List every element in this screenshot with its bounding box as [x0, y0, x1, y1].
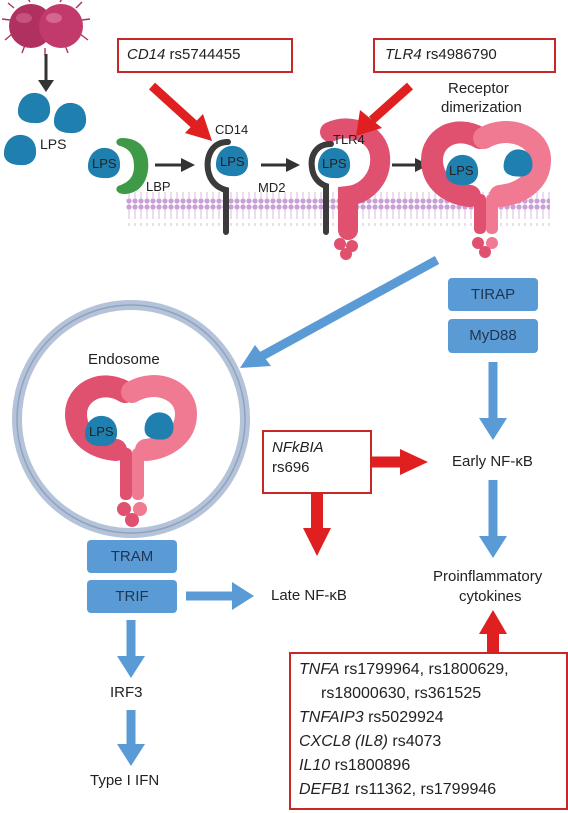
lps-dimer-label: LPS — [449, 163, 474, 178]
endosome-label: Endosome — [88, 351, 160, 368]
tlr4-snp-id: rs4986790 — [425, 46, 497, 63]
snp-gene: CXCL8 (IL8) — [299, 733, 388, 750]
type1-ifn-label: Type I IFN — [90, 772, 160, 789]
nfkbia-snp-gene: NFkBIA — [272, 439, 324, 456]
cd14-snp-box: CD14 rs5744455 — [117, 38, 293, 73]
cd14-snp-id: rs5744455 — [169, 46, 241, 63]
snp-gene: IL10 — [299, 757, 331, 774]
nfkbia-to-late-nfkb-arrow — [303, 494, 331, 556]
trif-adaptor: TRIF — [87, 580, 177, 613]
lps-endosome-label: LPS — [89, 424, 114, 439]
cytokine-snp-row: rs18000630, rs361525 — [299, 682, 566, 706]
cytokine-snp-row: TNFAIP3 rs5029924 — [299, 706, 566, 730]
free-lps-icon — [4, 92, 87, 166]
lps-endosome-icon-2 — [144, 412, 174, 440]
tram-adaptor: TRAM — [87, 540, 177, 573]
lps-dimer-icon-2 — [503, 149, 533, 177]
tirap-adaptor: TIRAP — [448, 278, 538, 311]
snp-gene: TNFA — [299, 661, 340, 678]
trif-to-irf3-arrow — [117, 620, 145, 678]
proinflammatory-label-1: Proinflammatory — [433, 568, 543, 585]
arrow-cd14-to-tlr4 — [261, 158, 300, 172]
dimer-to-endosome-arrow — [240, 256, 440, 368]
snp-ids: rs11362, rs1799946 — [355, 781, 497, 798]
cytokine-snp-row: CXCL8 (IL8) rs4073 — [299, 730, 566, 754]
tlr4-snp-gene: TLR4 — [385, 46, 422, 63]
myd88-adaptor: MyD88 — [448, 319, 538, 353]
snp-ids: rs1799964, rs1800629, — [344, 661, 509, 678]
receptor-dimerization-label-2: dimerization — [441, 99, 522, 116]
cd14-snp-gene: CD14 — [127, 46, 166, 63]
endosome-icon — [12, 300, 250, 538]
trif-label: TRIF — [115, 588, 149, 605]
myd88-label: MyD88 — [469, 327, 517, 344]
snp-ids: rs18000630, rs361525 — [321, 685, 482, 702]
cd14-snp-arrow — [148, 82, 212, 141]
nfkbia-snp-box: NFkBIA rs696 — [262, 430, 372, 494]
arrow-lbp-to-cd14 — [155, 158, 195, 172]
tlr4-dimer-icon — [420, 121, 552, 258]
tlr4-receptor-icon — [308, 118, 391, 260]
free-lps-label: LPS — [40, 136, 67, 152]
snp-gene: TNFAIP3 — [299, 709, 364, 726]
early-nfkb-label: Early NF-κB — [452, 453, 533, 470]
lps-tlr4-label: LPS — [322, 156, 347, 171]
proinflammatory-label-2: cytokines — [459, 588, 522, 605]
receptor-dimerization-label-1: Receptor — [448, 80, 509, 97]
tirap-label: TIRAP — [470, 286, 516, 303]
irf3-label: IRF3 — [110, 684, 143, 701]
myd88-to-early-nfkb-arrow — [479, 362, 507, 440]
cytokine-snps-arrow — [479, 610, 507, 652]
lbp-label: LBP — [146, 179, 171, 194]
nfkbia-snp-id: rs696 — [272, 459, 310, 476]
snp-gene: DEFB1 — [299, 781, 351, 798]
nfkbia-to-early-nfkb-arrow — [372, 449, 428, 475]
lps-cd14-label: LPS — [220, 154, 245, 169]
cd14-receptor-icon — [204, 139, 231, 235]
trif-to-late-nfkb-arrow — [186, 582, 254, 610]
cytokine-snp-row: TNFA rs1799964, rs1800629, — [299, 658, 566, 682]
cytokine-snp-box: TNFA rs1799964, rs1800629, rs18000630, r… — [289, 652, 568, 810]
lbp-icon — [116, 138, 149, 194]
snp-ids: rs4073 — [392, 733, 442, 750]
bacterium-icon — [1, 0, 91, 56]
tram-label: TRAM — [110, 548, 154, 565]
late-nfkb-label: Late NF-κB — [271, 587, 347, 604]
md2-label: MD2 — [258, 180, 286, 195]
cytokine-snp-row: DEFB1 rs11362, rs1799946 — [299, 778, 566, 802]
tlr4-snp-arrow — [356, 82, 414, 136]
cytokine-snp-row: IL10 rs1800896 — [299, 754, 566, 778]
tlr4-label: TLR4 — [333, 132, 365, 147]
endosome-tlr4-dimer-icon — [64, 375, 198, 527]
snp-ids: rs5029924 — [368, 709, 444, 726]
irf3-to-ifn-arrow — [117, 710, 145, 766]
tlr4-snp-box: TLR4 rs4986790 — [373, 38, 556, 73]
bacterium-to-lps-arrow — [38, 54, 54, 92]
early-nfkb-to-cytokines-arrow — [479, 480, 507, 558]
snp-ids: rs1800896 — [334, 757, 411, 774]
cd14-label: CD14 — [215, 122, 249, 137]
lps-lbp-label: LPS — [92, 156, 117, 171]
